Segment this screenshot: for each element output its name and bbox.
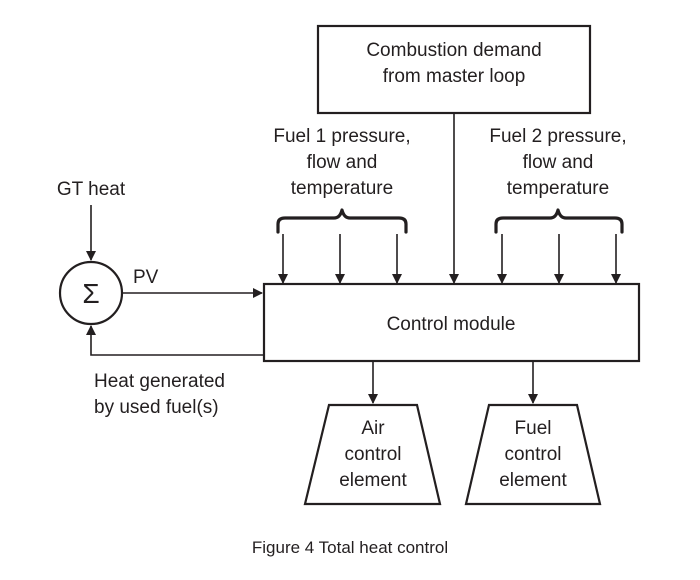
gt-heat-label: GT heat: [57, 179, 126, 200]
fuel1-label-line-3: temperature: [291, 178, 393, 199]
air-control-element: [303, 403, 442, 506]
pv-label: PV: [133, 267, 159, 288]
heat-generated-label-line-2: by used fuel(s): [94, 397, 219, 418]
air-control-label-line-1: Air: [361, 418, 385, 439]
fuel2-label-line-2: flow and: [523, 152, 594, 173]
fuel2-label-line-3: temperature: [507, 178, 609, 199]
control-module-box: [262, 282, 641, 363]
fuel-control-element: [464, 403, 602, 506]
heat-generated-label-line-1: Heat generated: [94, 371, 225, 392]
fuel1-brace: [276, 208, 408, 234]
fuel2-label-line-1: Fuel 2 pressure,: [489, 126, 626, 147]
combustion-demand-label-line-2: from master loop: [383, 66, 526, 87]
fuel1-label-line-2: flow and: [307, 152, 378, 173]
combustion-demand-box: [316, 24, 592, 115]
fuel1-label-line-1: Fuel 1 pressure,: [273, 126, 410, 147]
fuel-control-label-line-2: control: [504, 444, 561, 465]
fuel-control-label-line-1: Fuel: [515, 418, 552, 439]
fuel-control-label-line-3: element: [499, 470, 567, 491]
control-module-label: Control module: [387, 314, 516, 335]
combustion-demand-label-line-1: Combustion demand: [366, 40, 541, 61]
feedback-arrow: [86, 325, 264, 356]
fuel2-brace: [494, 208, 624, 234]
air-control-label-line-2: control: [344, 444, 401, 465]
sigma-icon: Σ: [82, 278, 99, 309]
figure-caption: Figure 4 Total heat control: [252, 538, 448, 557]
air-control-label-line-3: element: [339, 470, 407, 491]
